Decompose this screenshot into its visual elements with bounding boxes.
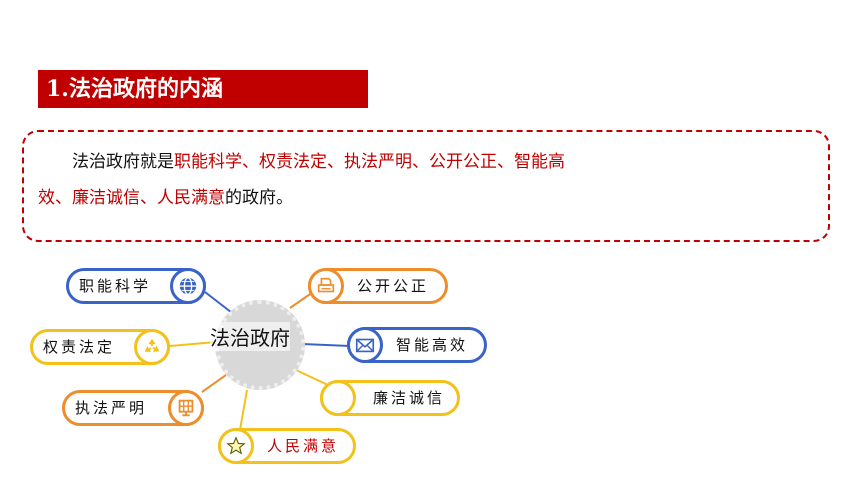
node-lianjie-chengxin: 廉洁诚信 <box>320 380 460 416</box>
blank-circle-icon <box>320 380 356 416</box>
node-renmin-manyi: 人民满意 <box>218 428 356 464</box>
printer-icon <box>308 268 344 304</box>
envelope-icon <box>347 327 383 363</box>
node-label: 职能科学 <box>79 277 152 295</box>
recycle-icon <box>134 329 170 365</box>
node-label: 人民满意 <box>267 437 340 455</box>
section-title: 1.法治政府的内涵 <box>38 70 368 108</box>
node-label: 廉洁诚信 <box>373 389 446 407</box>
node-zhineng-kexue: 职能科学 <box>66 268 206 304</box>
definition-text: 法治政府就是职能科学、权责法定、执法严明、公开公正、智能高效、廉洁诚信、人民满意… <box>38 144 578 216</box>
node-gongkai-gongzheng: 公开公正 <box>308 268 448 304</box>
node-label: 智能高效 <box>396 336 469 354</box>
node-label: 公开公正 <box>357 277 430 295</box>
definition-suffix: 的政府。 <box>225 188 293 208</box>
node-zhineng-gaoxiao: 智能高效 <box>347 327 487 363</box>
definition-box: 法治政府就是职能科学、权责法定、执法严明、公开公正、智能高效、廉洁诚信、人民满意… <box>22 130 830 242</box>
globe-icon <box>170 268 206 304</box>
definition-prefix: 法治政府就是 <box>72 152 174 172</box>
definition-highlights: 职能科学、权责法定、执法严明、公开公正、智能高效、廉洁诚信、人民满意 <box>38 152 565 208</box>
node-quanze-fading: 权责法定 <box>30 329 170 365</box>
node-label: 权责法定 <box>43 338 116 356</box>
center-label: 法治政府 <box>210 322 290 351</box>
node-zhifa-yanming: 执法严明 <box>62 390 204 426</box>
star-icon <box>218 428 254 464</box>
node-label: 执法严明 <box>75 399 148 417</box>
grid-panel-icon <box>168 390 204 426</box>
